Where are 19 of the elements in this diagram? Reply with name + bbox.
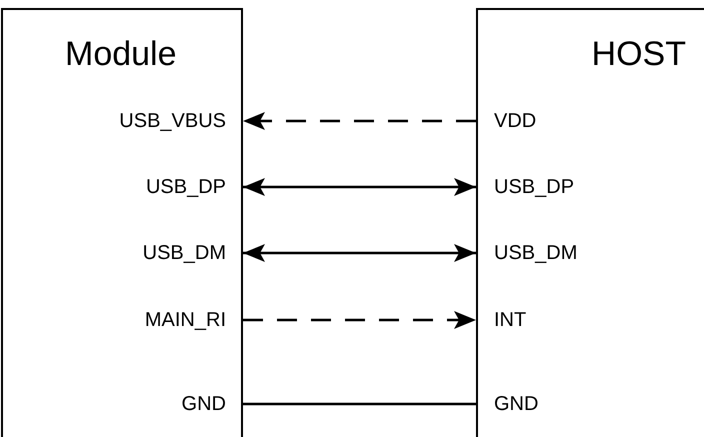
signal-line: [243, 402, 476, 406]
pin-label: USB_VBUS: [119, 108, 243, 134]
pin-label: VDD: [476, 108, 536, 134]
pin-label: GND: [182, 391, 243, 417]
pin-label: MAIN_RI: [144, 307, 243, 333]
arrow: [243, 244, 476, 262]
pin-label: USB_DP: [476, 174, 574, 200]
block-title: Module: [65, 34, 177, 74]
arrow: [243, 178, 476, 196]
pin-label: USB_DP: [146, 174, 243, 200]
block-box: [1, 8, 243, 437]
arrow: [243, 311, 476, 329]
pin-label: GND: [476, 391, 538, 417]
arrow: [243, 112, 476, 130]
pin-label: USB_DM: [142, 240, 243, 266]
block-title: HOST: [592, 34, 686, 74]
pin-label: USB_DM: [476, 240, 578, 266]
pin-label: INT: [476, 307, 526, 333]
block-box: [476, 8, 704, 437]
